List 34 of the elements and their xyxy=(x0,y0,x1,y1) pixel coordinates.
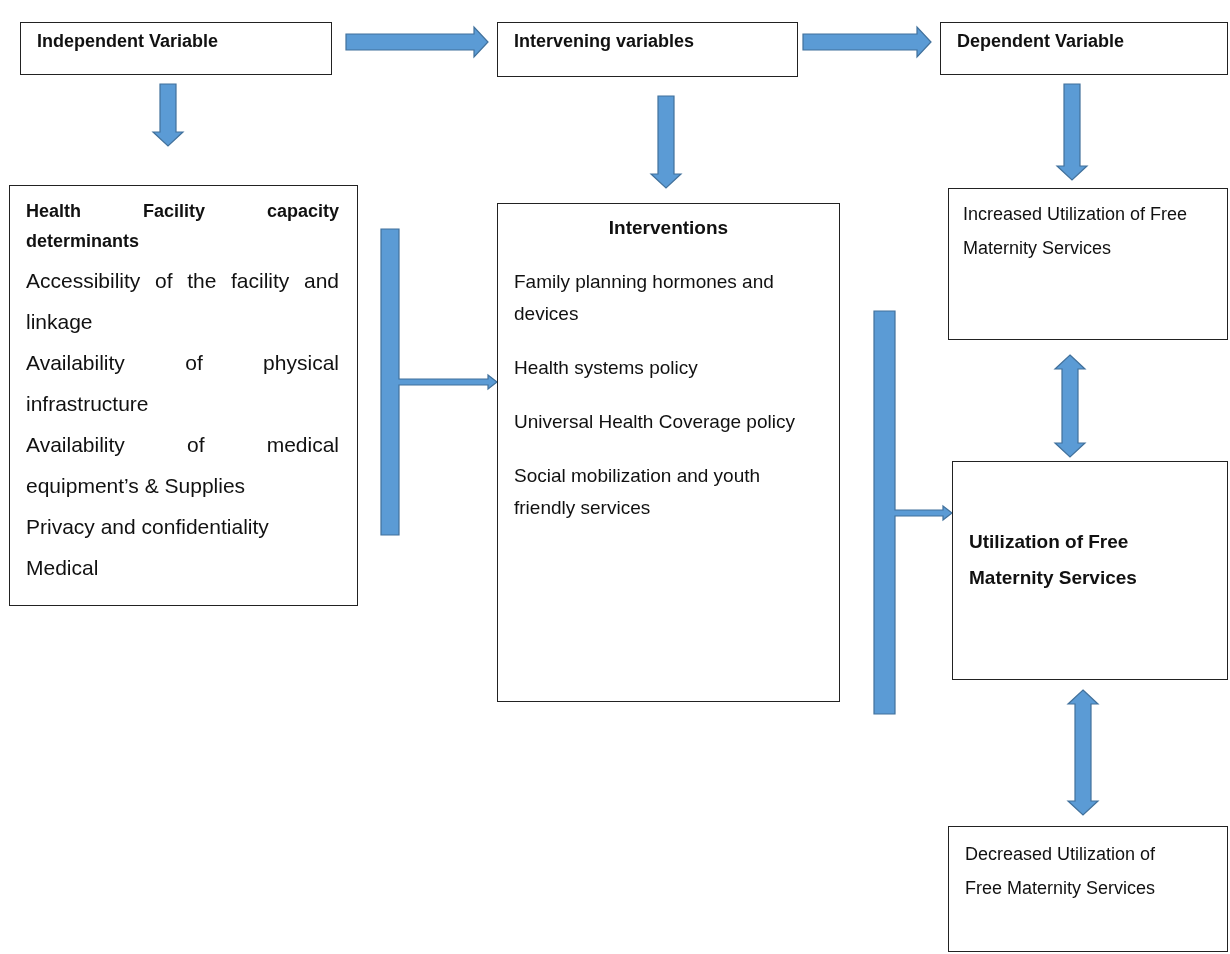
block-arrow xyxy=(151,83,185,147)
text-box xyxy=(948,188,1228,340)
box-text: Privacy and confidentiality xyxy=(26,514,270,540)
text-box xyxy=(952,461,1228,680)
text-box xyxy=(940,22,1228,75)
block-arrow xyxy=(1055,83,1089,181)
block-arrow xyxy=(873,310,953,715)
box-heading: Interventions xyxy=(607,216,730,240)
box-text: Universal Health Coverage policy xyxy=(514,410,796,434)
box-text: Medical xyxy=(26,555,100,581)
block-arrow xyxy=(649,95,683,189)
double-block-arrow xyxy=(1066,689,1100,816)
block-arrow xyxy=(802,25,932,59)
text-box xyxy=(948,826,1228,952)
box-text: Independent Variable xyxy=(37,30,220,53)
box-text: Decreased Utilization of Free Maternity Services xyxy=(965,843,1157,900)
box-text: Social mobilization and youth friendly services xyxy=(514,464,762,520)
box-text: Availability of physical infrastructure xyxy=(26,350,339,417)
block-arrow xyxy=(345,25,489,59)
box-text: Accessibility of the facility and linkage xyxy=(26,268,339,335)
text-box xyxy=(497,22,798,77)
block-arrow xyxy=(380,228,498,536)
box-text: Family planning hormones and devices xyxy=(514,270,775,326)
text-box xyxy=(497,203,840,702)
box-text: Health systems policy xyxy=(514,356,699,380)
box-text: Dependent Variable xyxy=(957,30,1126,53)
box-text: Availability of medical equipment’s & Supplies xyxy=(26,432,339,499)
box-text: Increased Utilization of Free Maternity Services xyxy=(963,203,1189,260)
double-block-arrow xyxy=(1053,354,1087,458)
box-heading: Health Facility capacity determinants xyxy=(26,200,339,253)
text-box xyxy=(20,22,332,75)
box-text: Utilization of Free Maternity Services xyxy=(969,530,1138,590)
text-box xyxy=(9,185,358,606)
box-text: Intervening variables xyxy=(514,30,696,53)
